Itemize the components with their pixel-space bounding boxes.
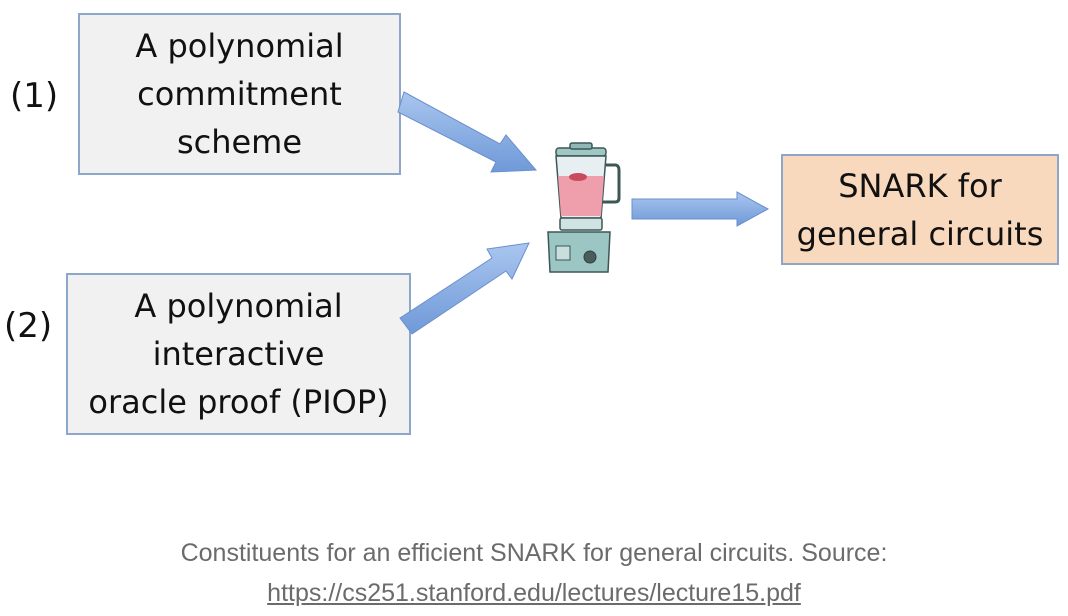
input-1-number: (1) — [10, 76, 59, 116]
polynomial-commitment-box: A polynomial commitment scheme — [78, 13, 401, 175]
input-2-number: (2) — [4, 306, 53, 346]
box-text-line: A polynomial — [135, 27, 344, 65]
blender-icon — [547, 142, 621, 273]
source-link[interactable]: https://cs251.stanford.edu/lectures/lect… — [267, 579, 801, 607]
arrow-input2-to-blender — [399, 242, 530, 335]
snark-output-box: SNARK for general circuits — [781, 154, 1059, 265]
arrow-input1-to-blender — [397, 91, 538, 173]
box-text-line: commitment — [137, 75, 342, 113]
piop-box: A polynomial interactive oracle proof (P… — [66, 273, 411, 435]
arrow-blender-to-output — [631, 191, 770, 227]
box-text-line: SNARK for — [838, 166, 1002, 205]
box-text-line: interactive — [152, 335, 325, 373]
box-text-line: oracle proof (PIOP) — [88, 383, 389, 421]
box-text-line: general circuits — [796, 214, 1044, 253]
figure-caption: Constituents for an efficient SNARK for … — [180, 539, 888, 567]
box-text-line: A polynomial — [134, 287, 343, 325]
box-text-line: scheme — [176, 123, 303, 161]
